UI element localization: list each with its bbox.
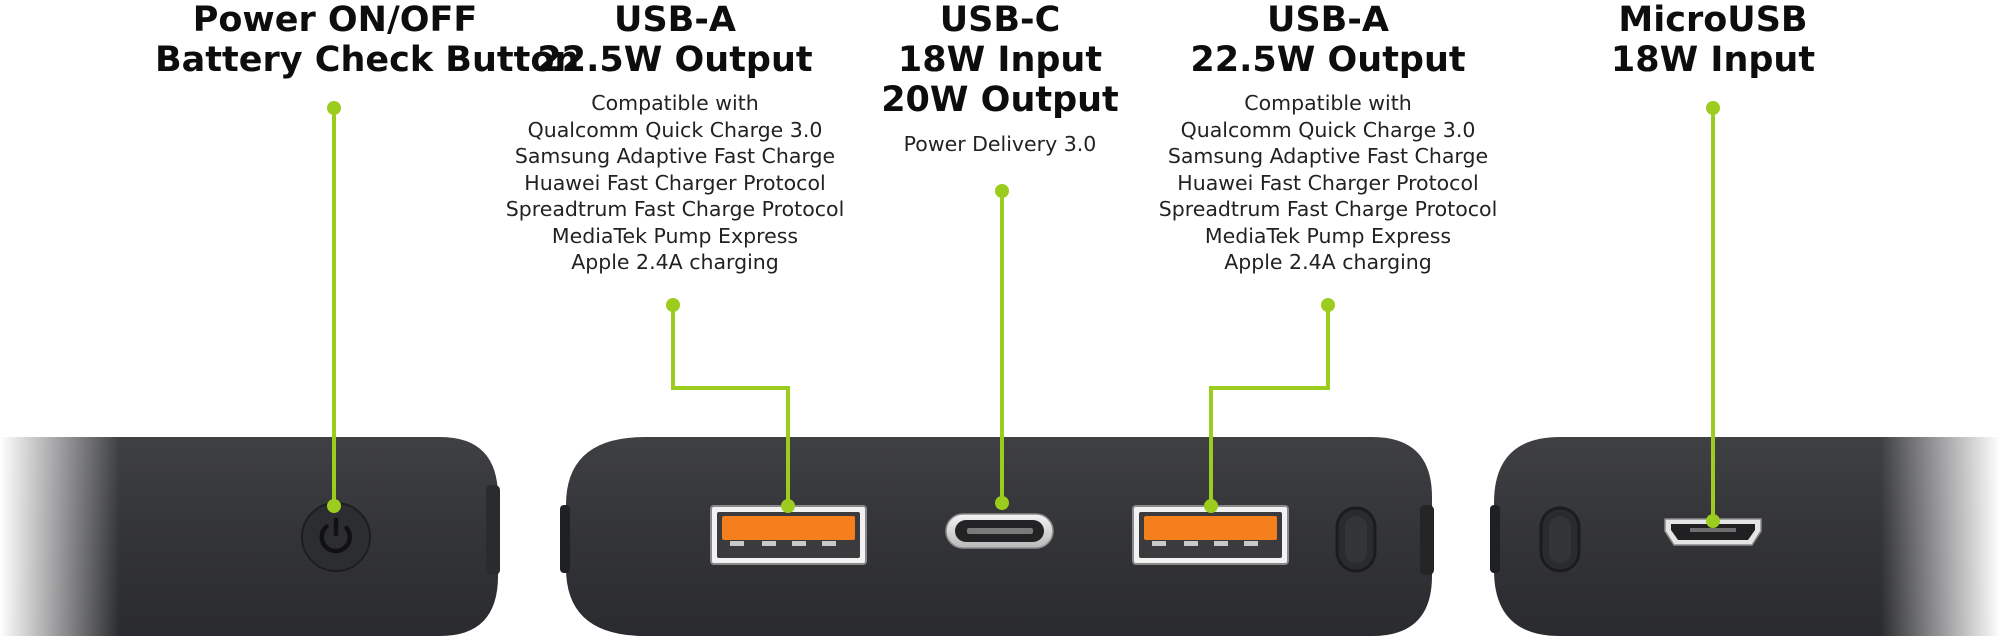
power-title-line-1: Power ON/OFF	[192, 0, 478, 40]
usba-right-title-line-2: 22.5W Output	[1190, 40, 1466, 80]
usba-right-desc-line: Compatible with	[1244, 91, 1412, 115]
usba-left-desc-line: Spreadtrum Fast Charge Protocol	[505, 197, 845, 221]
microusb-title-line-2: 18W Input	[1610, 40, 1816, 80]
usba-right-desc-line: MediaTek Pump Express	[1204, 223, 1452, 248]
microusb-dot-bottom	[1706, 514, 1720, 528]
usba-right-desc-line: Huawei Fast Charger Protocol	[1177, 170, 1479, 195]
microusb-title: MicroUSB 18W Input	[1583, 0, 1843, 80]
usba-left-leader-line	[671, 305, 790, 506]
usba-right-leader-line	[1209, 305, 1330, 506]
power-icon	[319, 517, 352, 554]
usbc-title-line-1: USB-C	[939, 0, 1061, 40]
power-dot-top	[327, 101, 341, 115]
indicator-slot	[1335, 506, 1377, 573]
usba-right-dot-bottom	[1204, 499, 1218, 513]
usba-right-desc-line: Qualcomm Quick Charge 3.0	[1180, 117, 1476, 142]
usba-left-dot-bottom	[781, 499, 795, 513]
usba-right-desc-line: Samsung Adaptive Fast Charge	[1167, 144, 1489, 168]
callout-leader-lines	[332, 108, 1715, 519]
side-slot	[1539, 506, 1581, 573]
usba-left-desc-line: Apple 2.4A charging	[571, 250, 779, 274]
usba-right-desc-line: Apple 2.4A charging	[1224, 250, 1432, 274]
usbc-title: USB-C 18W Input 20W Output	[880, 0, 1120, 120]
usba-left-desc-line: MediaTek Pump Express	[551, 223, 799, 248]
usba-left-dot-top	[666, 298, 680, 312]
usba-right-description: Compatible with Qualcomm Quick Charge 3.…	[1143, 90, 1513, 276]
usba-right-desc-line: Spreadtrum Fast Charge Protocol	[1158, 197, 1498, 221]
usba-left-desc-line: Samsung Adaptive Fast Charge	[514, 144, 836, 168]
usba-left-title-line-2: 22.5W Output	[537, 40, 813, 80]
usba-left-title: USB-A 22.5W Output	[525, 0, 825, 80]
usbc-dot-bottom	[995, 496, 1009, 510]
callout-dots	[327, 101, 1720, 528]
left-device-segment	[0, 437, 500, 636]
usbc-description: Power Delivery 3.0	[880, 131, 1120, 158]
usbc-title-line-2: 18W Input	[897, 40, 1103, 80]
usba-right-title: USB-A 22.5W Output	[1178, 0, 1478, 80]
usba-left-desc-line: Huawei Fast Charger Protocol	[524, 170, 826, 195]
usba-left-title-line-1: USB-A	[614, 0, 736, 40]
microusb-title-line-1: MicroUSB	[1618, 0, 1808, 40]
power-button[interactable]	[301, 502, 371, 572]
usbc-title-line-3: 20W Output	[881, 80, 1119, 120]
usbc-desc-line: Power Delivery 3.0	[903, 132, 1097, 156]
usbc-dot-top	[995, 184, 1009, 198]
power-dot-bottom	[327, 499, 341, 513]
usba-right-title-line-1: USB-A	[1267, 0, 1389, 40]
micro-usb-port	[1664, 518, 1762, 546]
usba-left-desc-line: Compatible with	[591, 91, 759, 115]
usb-c-port	[945, 513, 1054, 549]
power-title-line-2: Battery Check Button	[155, 40, 580, 80]
usba-left-desc-line: Qualcomm Quick Charge 3.0	[527, 117, 823, 142]
power-button-title: Power ON/OFF Battery Check Button	[155, 0, 580, 80]
microusb-dot-top	[1706, 101, 1720, 115]
usb-a-port-left	[710, 505, 867, 565]
usba-right-dot-top	[1321, 298, 1335, 312]
usb-a-port-right	[1132, 505, 1289, 565]
usba-left-description: Compatible with Qualcomm Quick Charge 3.…	[490, 90, 860, 276]
